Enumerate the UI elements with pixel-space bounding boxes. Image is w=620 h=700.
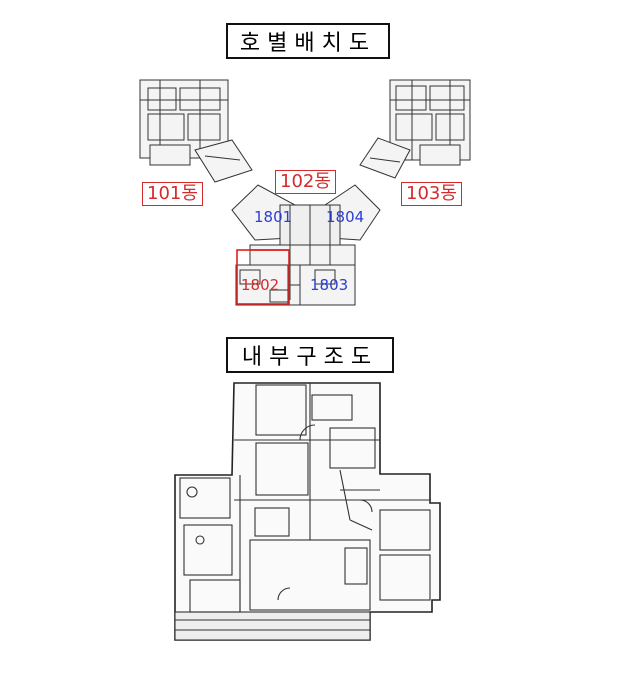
building-103-plan <box>359 79 471 179</box>
interior-title: 내부구조도 <box>226 337 394 373</box>
building-102-plan <box>231 184 381 306</box>
layout-title-text: 호별배치도 <box>239 31 377 56</box>
layout-title: 호별배치도 <box>226 23 390 59</box>
building-102-text: 102동 <box>280 171 331 192</box>
unit-1802-label: 1802 <box>241 277 279 293</box>
building-103-text: 103동 <box>406 183 457 204</box>
building-101-label: 101동 <box>142 182 203 206</box>
interior-title-text: 내부구조도 <box>241 345 379 370</box>
building-101-plan <box>139 79 253 183</box>
unit-1803-label: 1803 <box>310 277 348 293</box>
unit-1802-text: 1802 <box>241 276 280 294</box>
unit-1804-label: 1804 <box>326 209 364 225</box>
building-101-text: 101동 <box>147 183 198 204</box>
interior-floor-plan <box>174 382 441 641</box>
unit-1803-text: 1803 <box>310 276 349 294</box>
unit-1801-label: 1801 <box>254 209 292 225</box>
building-103-label: 103동 <box>401 182 462 206</box>
unit-1804-text: 1804 <box>326 208 365 226</box>
unit-1801-text: 1801 <box>254 208 293 226</box>
building-102-label: 102동 <box>275 170 336 194</box>
